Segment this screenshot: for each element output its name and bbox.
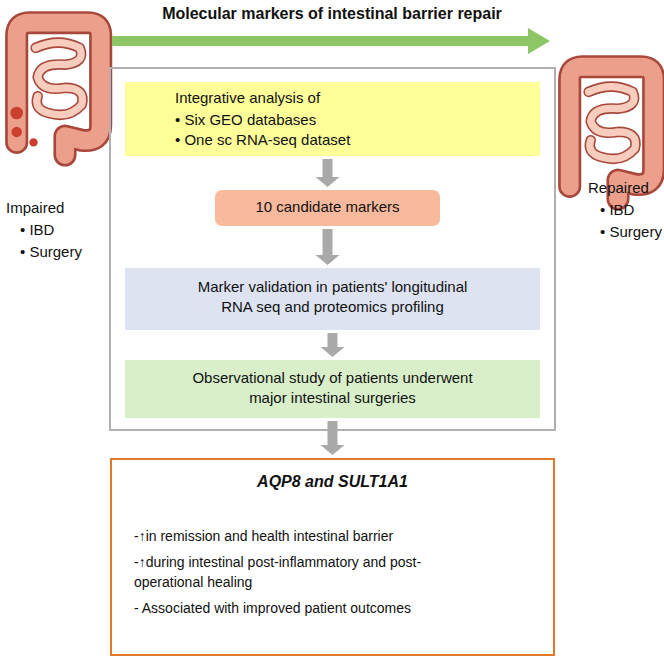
side-label: Impaired <box>6 198 64 218</box>
node-text: 10 candidate markers <box>223 197 432 217</box>
repaired-intestine <box>570 67 654 199</box>
analysis-box: Integrative analysis of• Six GEO databas… <box>125 82 540 156</box>
side-label: • Surgery <box>600 222 662 242</box>
side-label: • IBD <box>20 220 54 240</box>
node-text: Integrative analysis of <box>175 88 530 108</box>
side-label: • Surgery <box>20 242 82 262</box>
node-text: Marker validation in patients' longitudi… <box>180 277 485 317</box>
node-text: Observational study of patients underwen… <box>185 368 480 408</box>
progress-arrow <box>112 28 550 54</box>
node-text: • Six GEO databases <box>175 110 530 130</box>
side-label: Repaired <box>588 178 649 198</box>
validation-box: Marker validation in patients' longitudi… <box>125 268 540 330</box>
observation-box: Observational study of patients underwen… <box>125 360 540 418</box>
candidate-box: 10 candidate markers <box>215 190 440 226</box>
result-box: AQP8 and SULT1A1 -↑in remission and healt… <box>110 458 555 656</box>
side-label: • IBD <box>600 200 634 220</box>
impaired-intestine <box>10 23 100 155</box>
node-text: - Associated with improved patient outco… <box>134 598 453 618</box>
flow-arrow <box>321 421 345 455</box>
flow-arrow <box>321 333 345 357</box>
flow-arrow <box>316 229 340 265</box>
node-text: • One sc RNA-seq dataset <box>175 130 530 150</box>
diagram-title: Molecular markers of intestinal barrier … <box>0 4 664 24</box>
node-text: -↑in remission and health intestinal bar… <box>134 526 453 546</box>
flow-arrow <box>316 159 340 187</box>
node-text: AQP8 and SULT1A1 <box>134 472 531 492</box>
workflow-frame <box>110 68 555 430</box>
node-text: -↑during intestinal post-inflammatory an… <box>134 552 453 592</box>
